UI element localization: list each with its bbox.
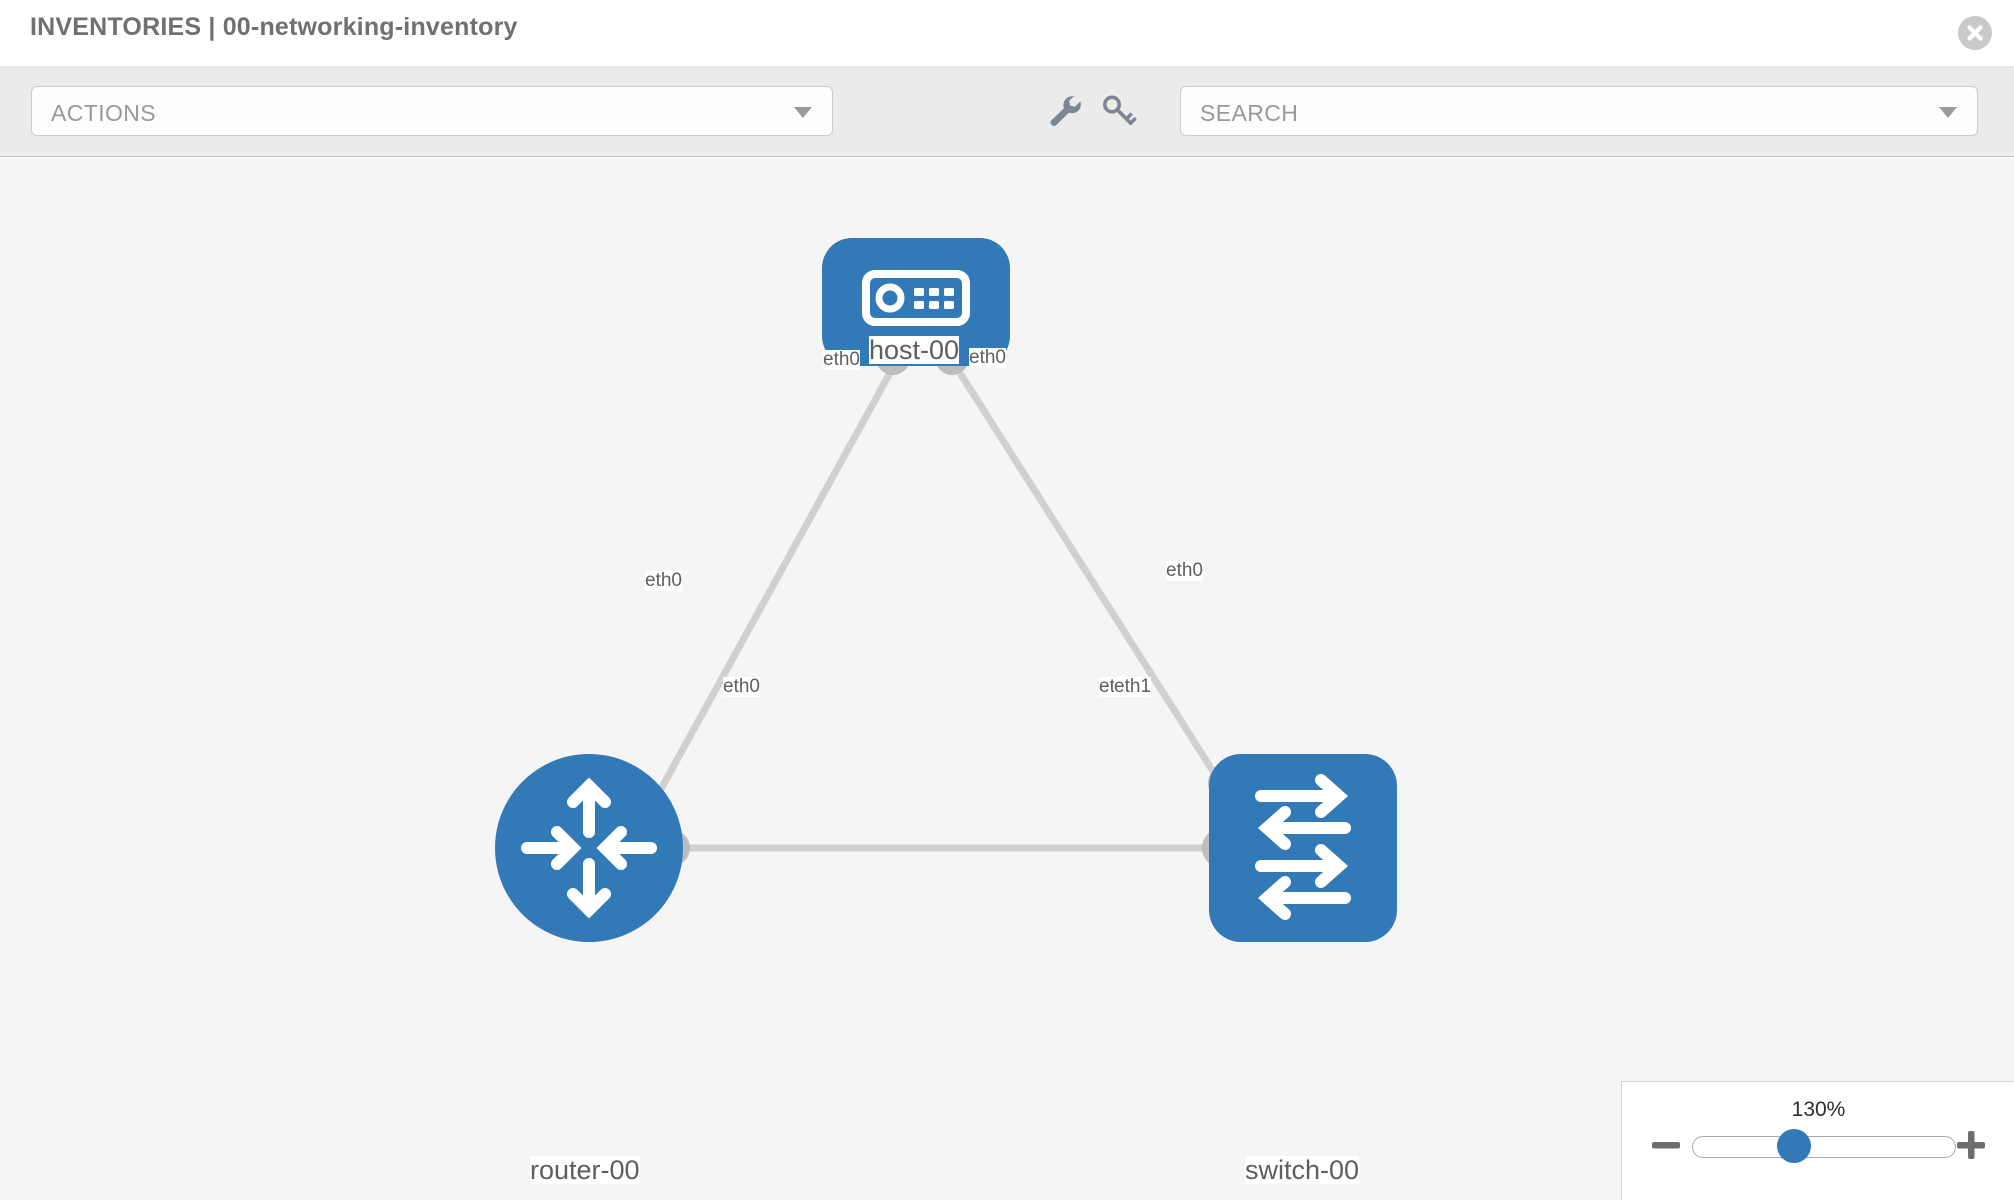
minus-icon[interactable] [1649,1128,1683,1162]
router-arrows-icon [521,777,657,919]
plus-icon[interactable] [1954,1128,1988,1162]
switch-arrows-icon [1255,774,1351,920]
node-label-host: host-00 [869,335,960,365]
topology-connectors [654,341,1248,868]
key-icon[interactable] [1096,89,1140,133]
zoom-slider-thumb[interactable] [1777,1129,1811,1163]
wrench-icon[interactable] [1042,89,1086,133]
chevron-down-icon [1939,107,1957,118]
actions-dropdown-label: ACTIONS [51,100,157,126]
search-input[interactable]: SEARCH [1180,86,1978,136]
topology-canvas[interactable]: eth0 eth0 host-00 eth0 eth0 eth0 etl eth… [0,158,2014,1200]
toolbar: ACTIONS SEARCH [0,67,2014,157]
page-title: INVENTORIES | 00-networking-inventory [30,13,518,41]
node-host-00 [822,238,1010,366]
node-switch-00 [1209,754,1397,942]
link-host-switch [957,371,1233,800]
link-host-router [641,371,894,820]
port-label: eth0 [1166,560,1203,581]
node-router-00 [495,754,683,942]
port-label: eth0 [645,570,682,591]
zoom-slider-track[interactable] [1692,1136,1956,1158]
server-appliance-icon [862,270,970,326]
port-label: eth0 [969,347,1006,368]
port-label: eth1 [1114,676,1151,697]
zoom-control: 130% [1621,1081,2014,1200]
zoom-percent-label: 130% [1791,1098,1846,1121]
port-label: eth0 [823,349,860,370]
node-label-switch: switch-00 [1245,1155,1360,1185]
node-label-router: router-00 [530,1155,640,1185]
port-label: eth0 [723,676,760,697]
close-icon[interactable] [1958,16,1992,50]
topology-graph [495,238,1397,942]
chevron-down-icon [794,107,812,118]
topology-links [641,371,1233,852]
search-placeholder: SEARCH [1200,100,1299,126]
title-bar: INVENTORIES | 00-networking-inventory [0,0,2014,67]
actions-dropdown[interactable]: ACTIONS [31,86,833,136]
